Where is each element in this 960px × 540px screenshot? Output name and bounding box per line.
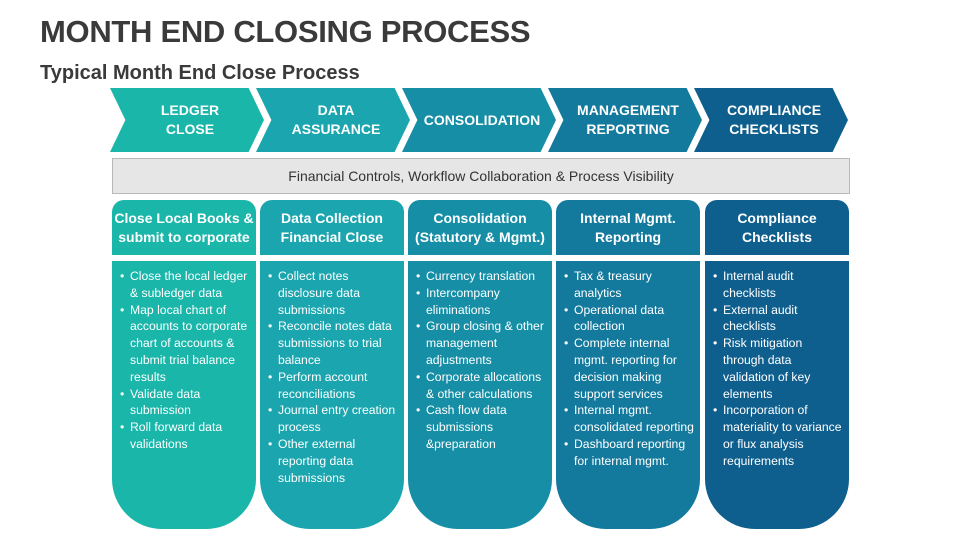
list-item: Group closing & other management adjustm…: [414, 318, 546, 368]
list-item: Complete internal mgmt. reporting for de…: [562, 335, 694, 402]
bullet-list: Collect notes disclosure data submission…: [266, 268, 398, 486]
list-item: Journal entry creation process: [266, 402, 398, 436]
list-item: Validate data submission: [118, 386, 250, 420]
column-body-data-assurance: Collect notes disclosure data submission…: [260, 261, 404, 529]
chevron-label: LEDGER CLOSE: [160, 102, 220, 137]
list-item: Corporate allocations & other calculatio…: [414, 369, 546, 403]
chevron-ledger-close: LEDGER CLOSE: [110, 88, 264, 152]
list-item: Collect notes disclosure data submission…: [266, 268, 398, 318]
controls-banner: Financial Controls, Workflow Collaborati…: [112, 158, 850, 194]
chevron-data-assurance: DATA ASSURANCE: [256, 88, 410, 152]
bullet-list: Internal audit checklists External audit…: [711, 268, 843, 470]
list-item: Reconcile notes data submissions to tria…: [266, 318, 398, 368]
list-item: Tax & treasury analytics: [562, 268, 694, 302]
list-item: Intercompany eliminations: [414, 285, 546, 319]
bullet-list: Close the local ledger & subledger data …: [118, 268, 250, 453]
list-item: Other external reporting data submission…: [266, 436, 398, 486]
chevron-label: DATA ASSURANCE: [291, 102, 381, 137]
column-heading-compliance: Compliance Checklists: [705, 200, 849, 255]
list-item: Internal mgmt. consolidated reporting: [562, 402, 694, 436]
list-item: Currency translation: [414, 268, 546, 285]
list-item: Cash flow data submissions &preparation: [414, 402, 546, 452]
chevron-label: COMPLIANCE CHECKLISTS: [726, 102, 822, 137]
page-subtitle: Typical Month End Close Process: [40, 62, 360, 84]
chevron-management-reporting: MANAGEMENT REPORTING: [548, 88, 702, 152]
column-body-ledger-close: Close the local ledger & subledger data …: [112, 261, 256, 529]
chevron-label: MANAGEMENT REPORTING: [577, 102, 679, 137]
column-heading-close-local-books: Close Local Books & submit to corporate: [112, 200, 256, 255]
list-item: Dashboard reporting for internal mgmt.: [562, 436, 694, 470]
page-title: MONTH END CLOSING PROCESS: [40, 14, 531, 49]
list-item: External audit checklists: [711, 302, 843, 336]
column-body-management-reporting: Tax & treasury analytics Operational dat…: [556, 261, 700, 529]
list-item: Map local chart of accounts to corporate…: [118, 302, 250, 386]
list-item: Close the local ledger & subledger data: [118, 268, 250, 302]
list-item: Internal audit checklists: [711, 268, 843, 302]
column-body-compliance: Internal audit checklists External audit…: [705, 261, 849, 529]
bullet-list: Currency translation Intercompany elimin…: [414, 268, 546, 453]
chevron-compliance-checklists: COMPLIANCE CHECKLISTS: [694, 88, 848, 152]
list-item: Incorporation of materiality to variance…: [711, 402, 843, 469]
column-body-consolidation: Currency translation Intercompany elimin…: [408, 261, 552, 529]
list-item: Perform account reconciliations: [266, 369, 398, 403]
chevron-consolidation: CONSOLIDATION: [402, 88, 556, 152]
column-heading-data-collection: Data Collection Financial Close: [260, 200, 404, 255]
list-item: Operational data collection: [562, 302, 694, 336]
list-item: Risk mitigation through data validation …: [711, 335, 843, 402]
banner-text: Financial Controls, Workflow Collaborati…: [288, 168, 674, 184]
bullet-list: Tax & treasury analytics Operational dat…: [562, 268, 694, 470]
column-heading-internal-reporting: Internal Mgmt. Reporting: [556, 200, 700, 255]
column-heading-consolidation: Consolidation (Statutory & Mgmt.): [408, 200, 552, 255]
chevron-label: CONSOLIDATION: [423, 111, 541, 128]
list-item: Roll forward data validations: [118, 419, 250, 453]
